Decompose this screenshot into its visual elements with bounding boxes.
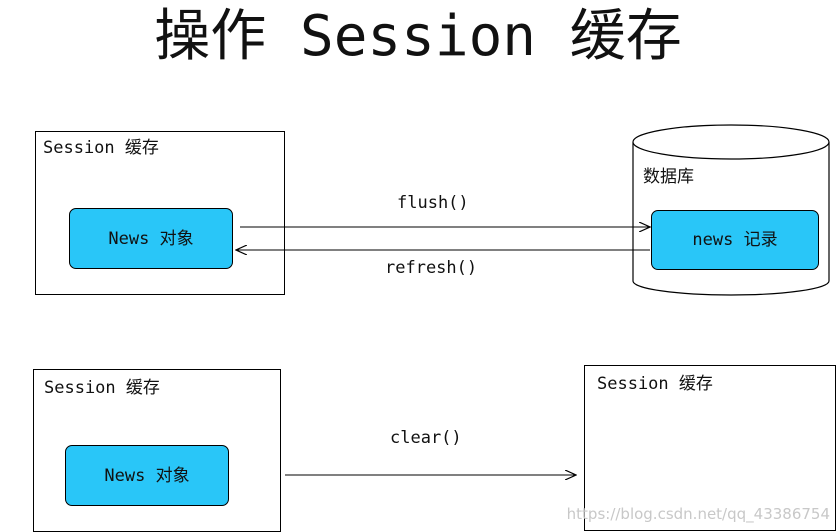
news-object-node-top: News 对象: [69, 208, 233, 269]
page-title: 操作 Session 缓存: [154, 4, 682, 69]
flush-label: flush(): [397, 193, 469, 213]
news-object-node-bottom: News 对象: [65, 445, 229, 506]
watermark-url: https://blog.csdn.net/qq_43386754: [566, 505, 830, 523]
clear-label: clear(): [390, 428, 462, 448]
refresh-label: refresh(): [385, 258, 478, 278]
news-record-node: news 记录: [651, 210, 819, 270]
session-cache-label: Session 缓存: [43, 138, 159, 158]
session-cache-label: Session 缓存: [44, 378, 160, 398]
session-cache-label: Session 缓存: [597, 374, 713, 394]
database-label: 数据库: [643, 167, 694, 187]
